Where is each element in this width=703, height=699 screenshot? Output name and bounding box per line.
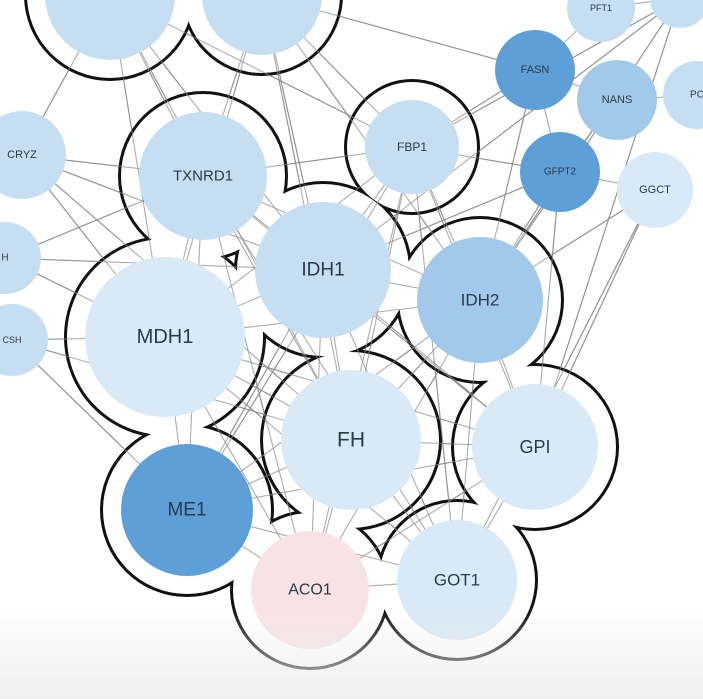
- node-topr[interactable]: [650, 0, 703, 28]
- node-fh[interactable]: FH: [281, 370, 421, 510]
- node-got1[interactable]: GOT1: [397, 520, 517, 640]
- node-csh[interactable]: CSH: [0, 304, 48, 376]
- node-aco1[interactable]: ACO1: [251, 531, 369, 649]
- node-label-got1: GOT1: [434, 571, 480, 590]
- node-gfpt2[interactable]: GFPT2: [520, 132, 600, 212]
- node-circle-cryz: [0, 111, 66, 199]
- node-label-me1: ME1: [167, 500, 206, 521]
- node-circle-topr: [650, 0, 703, 28]
- node-circle-nans: [577, 60, 657, 140]
- node-circle-pft1: [567, 0, 635, 42]
- node-pc[interactable]: PC: [663, 61, 703, 129]
- node-circle-fasn: [495, 30, 575, 110]
- node-circle-fh: [281, 370, 421, 510]
- node-label-gpi: GPI: [519, 437, 550, 457]
- node-txnrd1[interactable]: TXNRD1: [139, 112, 267, 240]
- node-top2[interactable]: [202, 0, 322, 55]
- inner-edge-fbp1-aco1: [309, 146, 413, 591]
- node-label-pft1: PFT1: [590, 3, 612, 13]
- node-label-fasn: FASN: [521, 64, 550, 76]
- node-circle-fbp1: [365, 100, 459, 194]
- node-label-h: H: [1, 253, 8, 264]
- node-me1[interactable]: ME1: [121, 444, 253, 576]
- inner-edge-topr-idh1: [322, 0, 679, 271]
- inner-edge-topr-gpi: [534, 0, 680, 448]
- node-circle-mdh1: [85, 257, 245, 417]
- node-label-gfpt2: GFPT2: [544, 167, 577, 178]
- node-circle-me1: [121, 444, 253, 576]
- node-label-aco1: ACO1: [288, 582, 332, 599]
- node-nans[interactable]: NANS: [577, 60, 657, 140]
- node-mdh1[interactable]: MDH1: [85, 257, 245, 417]
- node-idh1[interactable]: IDH1: [255, 202, 391, 338]
- node-gpi[interactable]: GPI: [472, 384, 598, 510]
- node-label-pc: PC: [690, 90, 703, 101]
- node-circle-top2: [202, 0, 322, 55]
- node-top1[interactable]: [45, 0, 175, 60]
- node-label-idh1: IDH1: [301, 260, 344, 281]
- node-circle-gpi: [472, 384, 598, 510]
- node-label-fbp1: FBP1: [397, 140, 427, 154]
- node-fasn[interactable]: FASN: [495, 30, 575, 110]
- node-label-nans: NANS: [602, 94, 633, 106]
- node-idh2[interactable]: IDH2: [417, 237, 543, 363]
- node-circle-csh: [0, 304, 48, 376]
- node-label-cryz: CRYZ: [7, 149, 37, 161]
- node-ggct[interactable]: GGCT: [617, 152, 693, 228]
- node-label-mdh1: MDH1: [137, 326, 194, 348]
- node-circle-gfpt2: [520, 132, 600, 212]
- node-circle-top1: [45, 0, 175, 60]
- node-circle-ggct: [617, 152, 693, 228]
- node-label-idh2: IDH2: [461, 291, 500, 310]
- node-h[interactable]: H: [0, 222, 41, 294]
- node-circle-idh1: [255, 202, 391, 338]
- node-circle-txnrd1: [139, 112, 267, 240]
- node-fbp1[interactable]: FBP1: [365, 100, 459, 194]
- node-label-txnrd1: TXNRD1: [173, 168, 233, 185]
- node-cryz[interactable]: CRYZ: [0, 111, 66, 199]
- node-circle-h: [0, 222, 41, 294]
- node-pft1[interactable]: PFT1: [567, 0, 635, 42]
- inner-edge-ggct-got1: [456, 189, 656, 581]
- node-label-csh: CSH: [2, 335, 21, 345]
- node-label-fh: FH: [337, 429, 365, 452]
- node-label-ggct: GGCT: [639, 184, 671, 196]
- inner-edge-txnrd1-aco1: [202, 175, 311, 591]
- node-circle-idh2: [417, 237, 543, 363]
- node-circle-pc: [663, 61, 703, 129]
